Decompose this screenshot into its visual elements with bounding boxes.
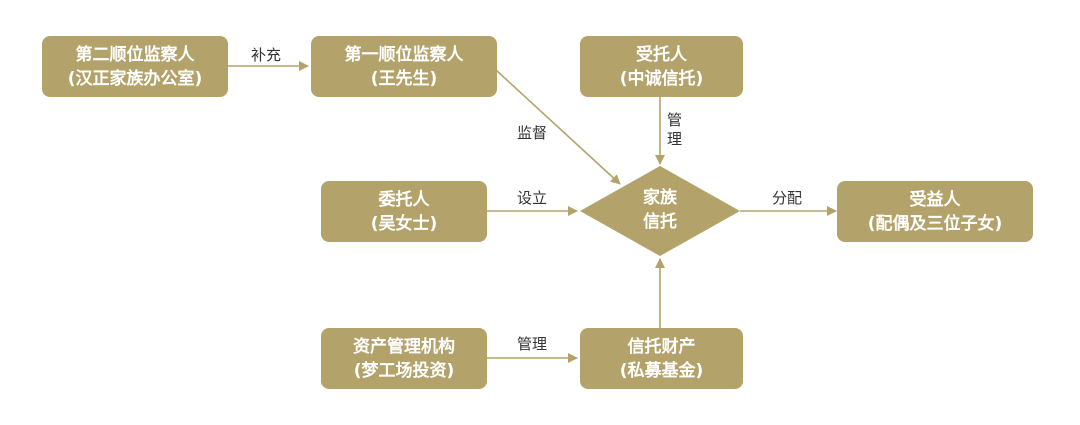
family-trust-line1: 家族	[643, 188, 677, 208]
family-trust-label: 家族 信托	[605, 186, 715, 234]
trust-property-subtitle: (私募基金)	[619, 360, 704, 381]
asset-manager-subtitle: (梦工场投资)	[353, 360, 455, 381]
family-trust-diamond	[580, 166, 740, 256]
label-distribute: 分配	[772, 189, 803, 207]
label-supplement: 补充	[251, 46, 282, 64]
label-supervise: 监督	[517, 124, 548, 142]
second-supervisor-box: 第二顺位监察人 (汉正家族办公室)	[42, 36, 228, 97]
settlor-title: 委托人	[378, 189, 430, 210]
label-establish: 设立	[517, 189, 548, 207]
settlor-box: 委托人 (吴女士)	[321, 181, 487, 242]
asset-manager-title: 资产管理机构	[353, 336, 455, 357]
second-supervisor-title: 第二顺位监察人	[75, 44, 195, 65]
first-supervisor-title: 第一顺位监察人	[344, 44, 464, 65]
trustee-box: 受托人 (中诚信托)	[580, 36, 743, 97]
asset-manager-box: 资产管理机构 (梦工场投资)	[321, 328, 487, 389]
second-supervisor-subtitle: (汉正家族办公室)	[67, 68, 203, 89]
trust-property-title: 信托财产	[627, 336, 696, 357]
label-manage-assets: 管理	[517, 335, 548, 353]
trustee-title: 受托人	[636, 44, 687, 65]
family-trust-line2: 信托	[643, 212, 677, 232]
first-supervisor-box: 第一顺位监察人 (王先生)	[311, 36, 497, 97]
beneficiary-box: 受益人 (配偶及三位子女)	[837, 181, 1033, 242]
beneficiary-title: 受益人	[909, 189, 961, 210]
trustee-subtitle: (中诚信托)	[619, 68, 704, 89]
first-supervisor-subtitle: (王先生)	[370, 68, 438, 89]
label-manage-trustee: 管理	[665, 112, 683, 150]
arrow-supervise	[495, 69, 621, 185]
settlor-subtitle: (吴女士)	[370, 213, 438, 234]
trust-property-box: 信托财产 (私募基金)	[580, 328, 743, 389]
beneficiary-subtitle: (配偶及三位子女)	[867, 213, 1003, 234]
